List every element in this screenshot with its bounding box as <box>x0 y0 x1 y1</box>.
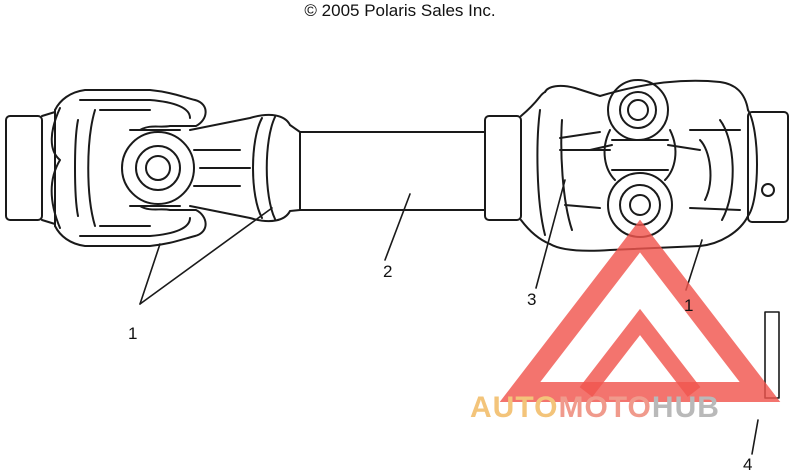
left-u-joint <box>5 89 301 247</box>
callout-4: 4 <box>743 455 753 474</box>
callout-2: 2 <box>383 262 393 281</box>
watermark-hub: HUB <box>651 391 720 424</box>
watermark-auto: AUTO <box>470 391 559 424</box>
callout-3: 3 <box>527 290 537 309</box>
watermark-text: AUTOMOTOHUB <box>470 391 720 425</box>
callout-1-right: 1 <box>684 296 694 315</box>
right-u-joint <box>484 79 789 252</box>
callout-1-left: 1 <box>128 324 138 343</box>
watermark-triangle-logo <box>499 219 781 402</box>
leader-lines <box>139 179 759 455</box>
watermark-moto: MOTO <box>558 391 652 424</box>
copyright-notice: © 2005 Polaris Sales Inc. <box>304 1 496 20</box>
shaft-tube <box>299 131 486 211</box>
